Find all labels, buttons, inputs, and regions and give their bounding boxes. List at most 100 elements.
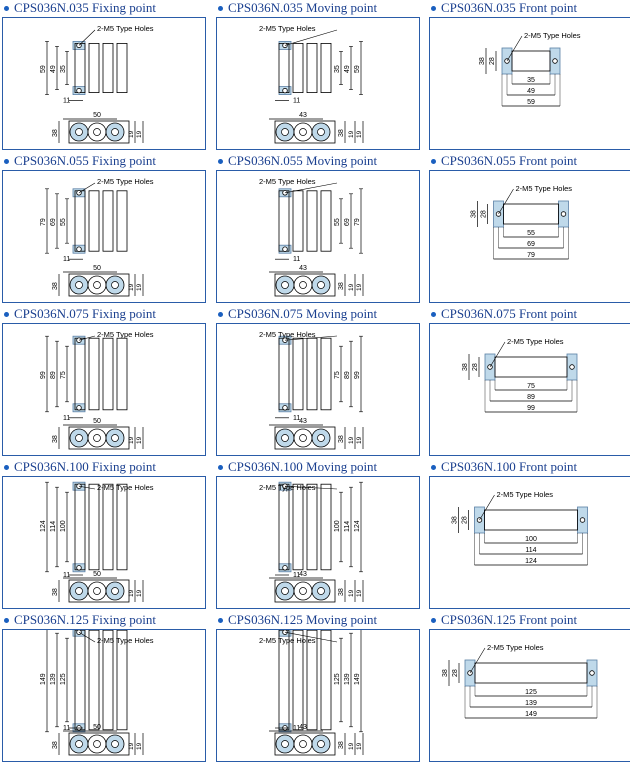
dimension-label: 139 xyxy=(344,673,351,685)
leader-line xyxy=(506,35,523,62)
panel-title: CPS036N.125 Moving point xyxy=(218,612,377,628)
panel-title: CPS036N.125 Front point xyxy=(431,612,577,628)
end-view-frame xyxy=(68,426,130,450)
chain-link xyxy=(74,483,86,571)
dimension-label: 100 xyxy=(334,520,341,532)
leader-line xyxy=(78,631,96,643)
mounting-hole xyxy=(76,565,82,571)
panel-title: CPS036N.075 Fixing point xyxy=(4,306,156,322)
chain-link xyxy=(292,42,304,94)
chain-link xyxy=(116,190,128,252)
dimension-label: 19 xyxy=(136,436,143,444)
holes-label: 2-M5 Type Holes xyxy=(487,643,544,652)
bullet-icon xyxy=(218,465,223,470)
chain-link xyxy=(306,483,318,571)
chain-link xyxy=(116,42,128,94)
end-view-pin xyxy=(75,587,83,595)
end-view-pin xyxy=(281,434,289,442)
chain-link xyxy=(74,630,86,731)
chain-link xyxy=(74,42,86,94)
panel-title: CPS036N.125 Fixing point xyxy=(4,612,156,628)
dimension-label: 11 xyxy=(63,572,70,579)
chain-link xyxy=(102,337,114,411)
dimension-label: 55 xyxy=(527,230,535,237)
end-view-frame xyxy=(274,273,336,297)
leader-line xyxy=(284,29,338,46)
dimension-label: 38 xyxy=(52,741,59,749)
chain-link xyxy=(116,337,128,411)
chain-link xyxy=(116,630,128,731)
dimension-label: 114 xyxy=(525,547,536,554)
end-view-pin xyxy=(299,281,307,289)
dimension-label: 19 xyxy=(348,130,355,138)
dimension-label: 43 xyxy=(299,265,307,272)
leader-line xyxy=(479,494,495,521)
panel-title-text: CPS036N.125 Moving point xyxy=(228,612,378,627)
dimension-label: 11 xyxy=(293,415,300,422)
end-view-pin xyxy=(75,740,83,748)
leader-line xyxy=(284,335,338,341)
leader-line xyxy=(78,485,96,490)
panel-title: CPS036N.100 Fixing point xyxy=(4,459,156,475)
panel-title: CPS036N.100 Front point xyxy=(431,459,577,475)
bullet-icon xyxy=(431,312,436,317)
dimension-label: 19 xyxy=(348,589,355,597)
end-view-pin xyxy=(317,128,325,136)
leader-line xyxy=(498,188,514,215)
dimension-label: 28 xyxy=(489,57,496,65)
dimension-label: 100 xyxy=(525,536,537,543)
end-view-pin xyxy=(111,128,119,136)
dimension-label: 75 xyxy=(527,383,535,390)
dimension-label: 35 xyxy=(334,65,341,73)
dimension-label: 124 xyxy=(525,558,537,565)
dimension-label: 38 xyxy=(52,588,59,596)
chain-link xyxy=(320,337,332,411)
front-frame xyxy=(511,50,551,72)
bullet-icon xyxy=(218,618,223,623)
chain-link xyxy=(102,42,114,94)
bullet-icon xyxy=(218,312,223,317)
dimension-label: 35 xyxy=(527,77,535,84)
holes-label: 2-M5 Type Holes xyxy=(259,330,316,339)
dimension-label: 19 xyxy=(356,589,363,597)
dimension-label: 49 xyxy=(344,65,351,73)
chain-link xyxy=(278,337,290,411)
dimension-label: 19 xyxy=(128,589,135,597)
panel-title: CPS036N.075 Moving point xyxy=(218,306,377,322)
holes-label: 2-M5 Type Holes xyxy=(259,636,316,645)
bullet-icon xyxy=(4,618,9,623)
dimension-label: 11 xyxy=(63,725,70,732)
panel-title-text: CPS036N.055 Moving point xyxy=(228,153,378,168)
dimension-label: 125 xyxy=(334,673,341,685)
dimension-label: 19 xyxy=(348,436,355,444)
leader-line xyxy=(78,29,96,46)
dimension-label: 28 xyxy=(481,210,488,218)
holes-label: 2-M5 Type Holes xyxy=(516,184,573,193)
dimension-label: 99 xyxy=(40,371,47,379)
panel-title-text: CPS036N.075 Moving point xyxy=(228,306,378,321)
chain-link xyxy=(320,190,332,252)
chain-link xyxy=(278,42,290,94)
end-view-pin xyxy=(93,434,101,442)
end-view-frame xyxy=(68,273,130,297)
leader-line xyxy=(284,631,338,643)
bullet-icon xyxy=(218,6,223,11)
end-view-frame xyxy=(274,579,336,603)
